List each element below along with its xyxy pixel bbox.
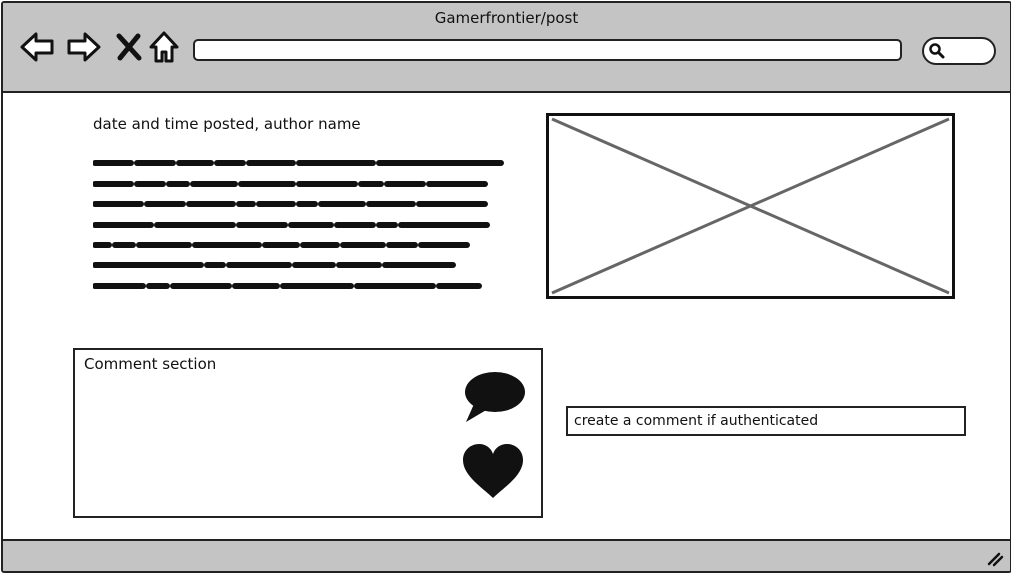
search-box[interactable] (922, 37, 996, 65)
close-icon[interactable] (111, 29, 147, 65)
post-body-text (93, 160, 504, 289)
address-bar[interactable] (193, 39, 902, 61)
window-title: Gamerfrontier/post (434, 9, 579, 27)
comment-section: Comment section (73, 348, 543, 518)
heart-icon[interactable] (461, 442, 525, 500)
forward-arrow-icon[interactable] (66, 29, 102, 65)
search-icon (929, 43, 945, 59)
create-comment-input[interactable] (566, 406, 966, 436)
image-placeholder (546, 113, 955, 299)
speech-bubble-icon[interactable] (462, 370, 526, 426)
status-bar (3, 539, 1010, 571)
back-arrow-icon[interactable] (19, 29, 55, 65)
browser-toolbar: Gamerfrontier/post (3, 3, 1010, 93)
resize-handle-icon[interactable] (986, 549, 1004, 567)
post-meta: date and time posted, author name (93, 115, 361, 133)
home-icon[interactable] (146, 29, 182, 65)
comment-section-label: Comment section (84, 355, 217, 373)
